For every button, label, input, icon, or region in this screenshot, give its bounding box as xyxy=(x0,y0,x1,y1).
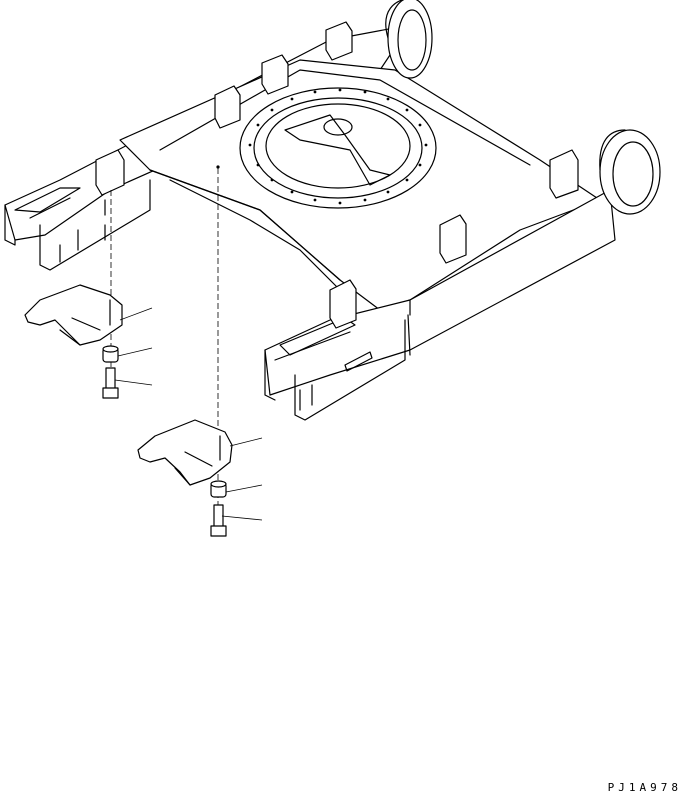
left-exploded-parts xyxy=(24,190,153,399)
leader-line-2 xyxy=(117,347,153,357)
right-exploded-parts xyxy=(137,165,263,537)
left-bushing xyxy=(102,345,119,363)
right-bolt xyxy=(210,504,227,537)
left-guard-bracket xyxy=(24,284,123,346)
leader-line-6 xyxy=(221,515,263,521)
leader-line-3 xyxy=(114,379,153,386)
leader-line-5 xyxy=(225,484,263,493)
leader-line-4 xyxy=(229,437,263,447)
right-bushing xyxy=(210,480,227,498)
drawing-code: PJ1A978 xyxy=(607,781,682,794)
leader-line-1 xyxy=(119,307,153,321)
left-bolt xyxy=(102,367,119,399)
track-frame xyxy=(4,0,661,421)
